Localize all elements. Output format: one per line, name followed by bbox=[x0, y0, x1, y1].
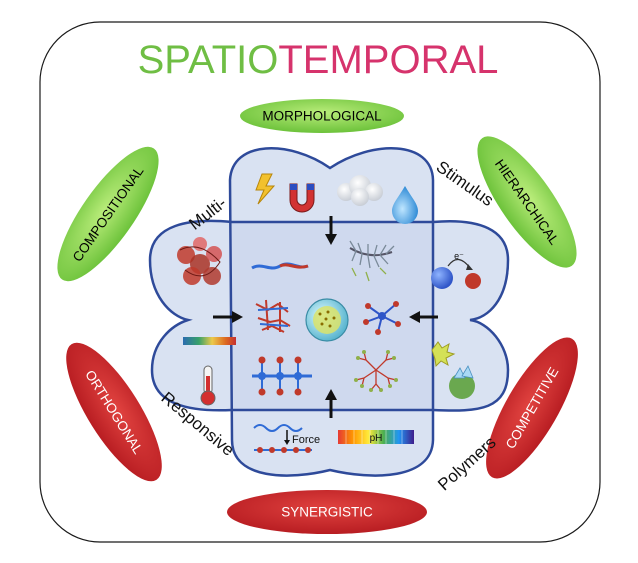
arrow-bottom-icon bbox=[325, 389, 337, 418]
polymer-chain-icon bbox=[251, 262, 309, 270]
electron-transfer-icon: e⁻ bbox=[431, 251, 481, 289]
lightning-icon bbox=[255, 173, 276, 205]
graft-polymer-icon bbox=[252, 356, 312, 396]
arrow-right-icon bbox=[409, 311, 438, 323]
star-polymer-icon bbox=[363, 301, 401, 335]
light-spectrum-icon bbox=[183, 337, 236, 345]
water-drop-icon bbox=[392, 186, 418, 224]
micelle-sphere-icon bbox=[305, 298, 349, 342]
force-label: Force bbox=[292, 434, 320, 446]
oval-morphological-label: MORPHOLOGICAL bbox=[262, 109, 382, 124]
dendrimer-icon bbox=[354, 350, 398, 392]
title-temporal: TEMPORAL bbox=[278, 38, 498, 82]
force-icon: Force bbox=[253, 424, 320, 453]
arrow-top-icon bbox=[325, 216, 337, 245]
enzyme-icon bbox=[431, 341, 456, 368]
ph-scale-icon: pH bbox=[338, 430, 414, 444]
arrows bbox=[213, 216, 438, 418]
oval-synergistic-label: SYNERGISTIC bbox=[281, 505, 373, 520]
oval-morphological: MORPHOLOGICAL bbox=[240, 99, 404, 133]
cloud-icon bbox=[337, 175, 383, 206]
thermometer-icon bbox=[200, 365, 216, 406]
electron-label: e⁻ bbox=[454, 251, 464, 261]
arrow-left-icon bbox=[213, 311, 243, 323]
ph-label: pH bbox=[370, 433, 383, 444]
title: SPATIOTEMPORAL bbox=[138, 38, 499, 82]
title-spatio: SPATIO bbox=[138, 38, 279, 82]
bottlebrush-polymer-icon bbox=[349, 240, 395, 282]
crosslinked-network-icon bbox=[255, 299, 291, 333]
magnet-icon bbox=[289, 183, 315, 213]
cell-crystal-icon bbox=[449, 365, 475, 399]
oval-synergistic: SYNERGISTIC bbox=[227, 490, 427, 534]
protein-cluster-icon bbox=[177, 237, 222, 285]
